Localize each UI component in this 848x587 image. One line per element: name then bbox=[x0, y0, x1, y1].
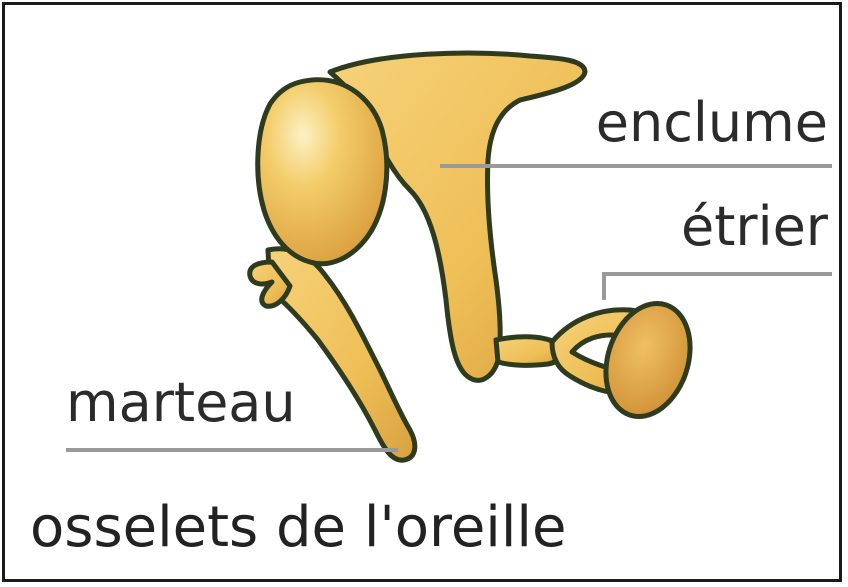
label-marteau: marteau bbox=[66, 376, 296, 430]
label-enclume: enclume bbox=[596, 96, 828, 150]
diagram-caption: osselets de l'oreille bbox=[30, 500, 566, 556]
label-etrier: étrier bbox=[681, 200, 828, 254]
leader-line-etrier bbox=[604, 274, 832, 300]
malleus-head bbox=[258, 80, 387, 264]
